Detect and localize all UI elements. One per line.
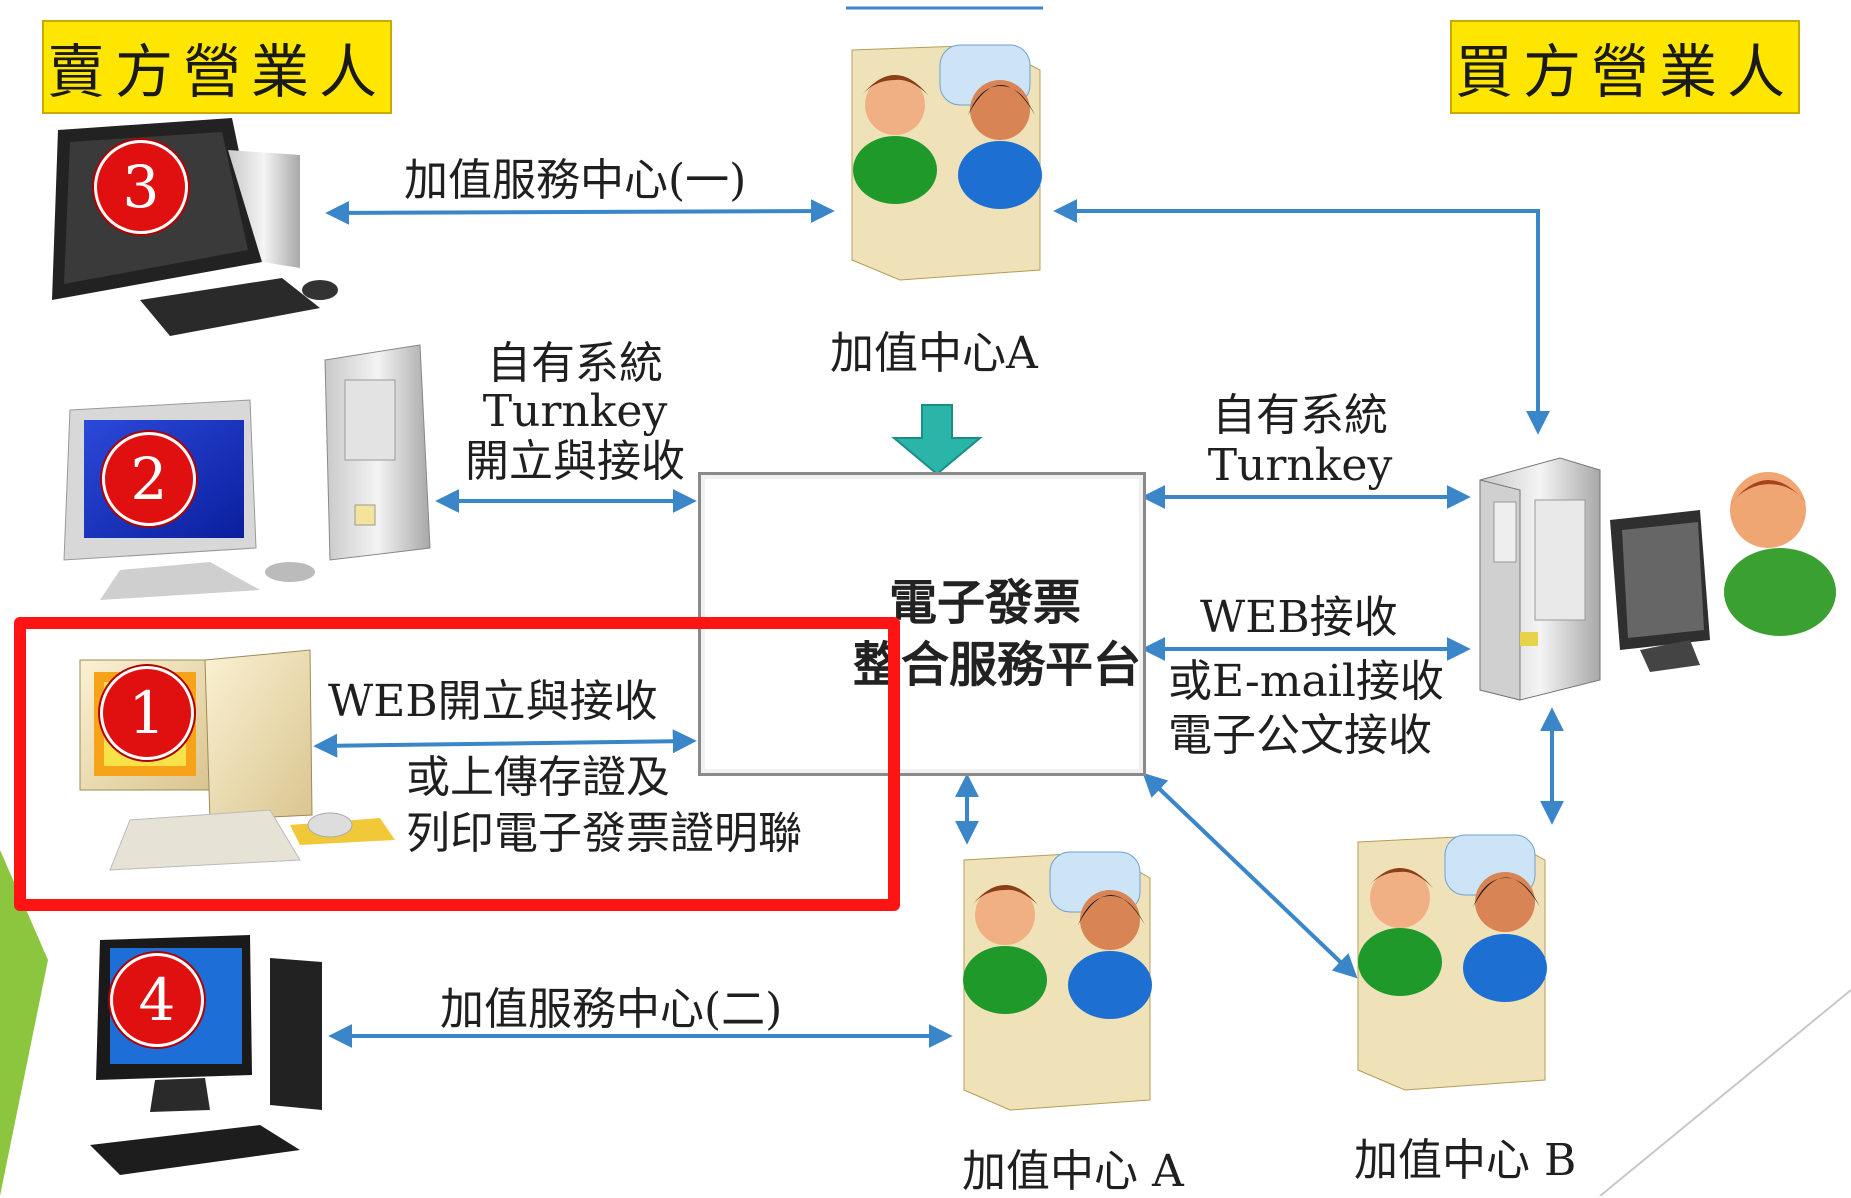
label-buyer-turnkey-line2: Turnkey bbox=[1207, 440, 1393, 491]
badge-2-text: 2 bbox=[130, 445, 168, 513]
label-buyer-web-line1: WEB接收 bbox=[1200, 592, 1398, 643]
value-added-center-a-bottom-icon bbox=[963, 851, 1152, 1111]
label-web-line1: WEB開立與接收 bbox=[328, 676, 658, 727]
label-center-a-bottom: 加值中心 A bbox=[962, 1146, 1184, 1197]
badge-4-text: 4 bbox=[138, 966, 176, 1034]
badge-1: 1 bbox=[100, 666, 194, 760]
seller-tag: 賣方營業人 bbox=[42, 20, 392, 114]
label-center-b: 加值中心 B bbox=[1354, 1135, 1577, 1186]
seller-label: 賣方營業人 bbox=[46, 38, 387, 106]
corner-line bbox=[1599, 989, 1851, 1196]
platform-title-line2: 整合服務平台 bbox=[853, 637, 1142, 693]
badge-2: 2 bbox=[102, 432, 196, 526]
label-turnkey-line3: 開立與接收 bbox=[465, 436, 685, 487]
buyer-label: 買方營業人 bbox=[1454, 38, 1795, 106]
value-added-center-b-icon bbox=[1357, 834, 1547, 1091]
arrow-centerA-server bbox=[1053, 199, 1550, 435]
badge-3: 3 bbox=[94, 140, 188, 234]
value-added-center-a-top-icon bbox=[851, 44, 1042, 281]
label-value-center-1: 加值服務中心(一) bbox=[404, 155, 747, 206]
label-turnkey-line1: 自有系統 bbox=[487, 338, 663, 389]
badge-1-text: 1 bbox=[128, 679, 166, 747]
buyer-tag: 買方營業人 bbox=[1450, 20, 1800, 114]
label-buyer-turnkey-line1: 自有系統 bbox=[1212, 390, 1388, 441]
badge-3-text: 3 bbox=[122, 153, 160, 221]
label-value-center-2: 加值服務中心(二) bbox=[440, 984, 783, 1035]
green-accent-shape bbox=[0, 850, 48, 1196]
label-buyer-web-line2: 或E-mail接收 bbox=[1168, 656, 1444, 707]
label-web-line2: 或上傳存證及 bbox=[406, 752, 670, 803]
down-arrow-icon bbox=[891, 404, 983, 476]
platform-title-line1: 電子發票 bbox=[889, 575, 1082, 631]
label-web-line3: 列印電子發票證明聯 bbox=[406, 808, 802, 859]
user-at-computer-icon bbox=[1610, 472, 1836, 672]
label-turnkey-line2: Turnkey bbox=[482, 386, 668, 437]
label-buyer-web-line3: 電子公文接收 bbox=[1168, 710, 1432, 761]
option1-highlight-frame bbox=[14, 617, 900, 911]
arrow-seller1-platform bbox=[313, 729, 697, 758]
server-tower-icon bbox=[1479, 457, 1601, 701]
arrow-platform-centerB bbox=[1142, 772, 1358, 979]
badge-4: 4 bbox=[110, 953, 204, 1047]
arrow-seller3-centerA bbox=[325, 199, 835, 225]
label-center-a-top: 加值中心A bbox=[830, 328, 1038, 379]
